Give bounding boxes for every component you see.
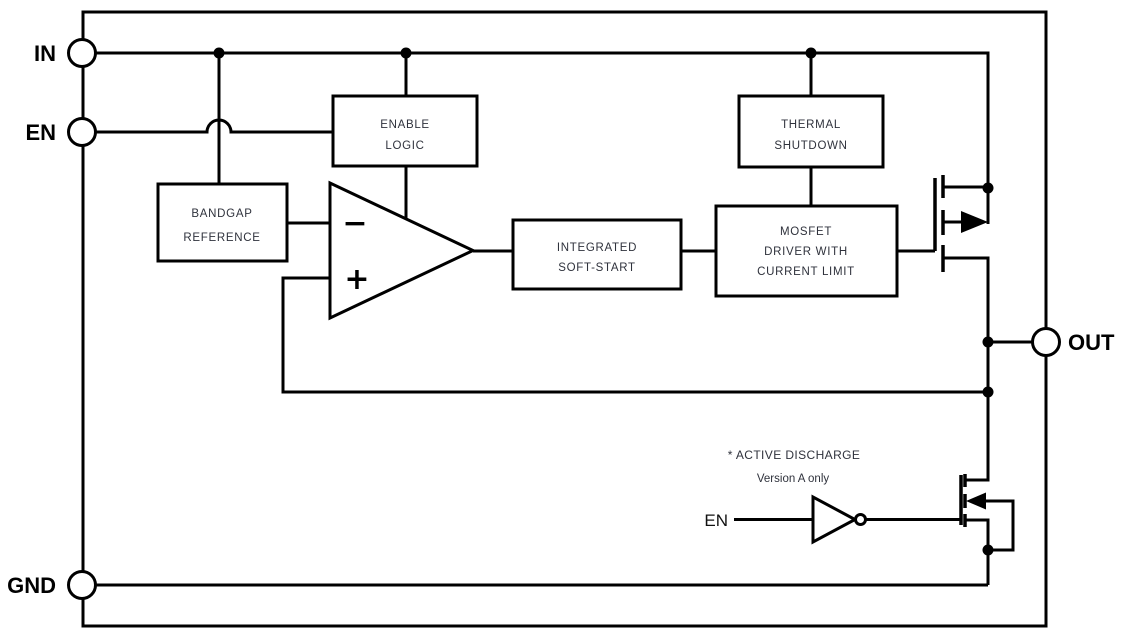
pin-gnd-label: GND (7, 573, 56, 598)
mosfet-driver-label-3: CURRENT LIMIT (757, 266, 855, 278)
inverter-gate: EN (704, 494, 961, 545)
junction-dot (400, 47, 412, 59)
bandgap-reference-label-2: REFERENCE (183, 232, 260, 244)
nmos-source-to-gnd (965, 518, 990, 585)
active-discharge-title: * ACTIVE DISCHARGE (728, 448, 861, 462)
active-discharge-subtitle: Version A only (757, 473, 829, 485)
integrated-soft-start-box (511, 218, 683, 291)
ic-boundary (81, 10, 1048, 628)
nmos-body-loop (985, 499, 1015, 552)
junction-dots (213, 47, 994, 556)
error-amplifier: − + (328, 180, 477, 321)
wire-in-rail (83, 51, 990, 224)
block-enable-logic: ENABLE LOGIC (331, 94, 479, 168)
mosfet-driver-label-2: DRIVER WITH (764, 246, 848, 258)
pin-out: OUT (1031, 327, 1115, 357)
thermal-shutdown-box (737, 94, 885, 169)
block-bandgap-reference: BANDGAP REFERENCE (156, 182, 289, 263)
inverter-en-label: EN (704, 511, 728, 530)
bandgap-reference-label-1: BANDGAP (191, 208, 252, 220)
nmos-body-arrow-icon (966, 492, 986, 510)
junction-dot (982, 336, 994, 348)
opamp-plus-symbol: + (344, 262, 369, 297)
block-integrated-soft-start: INTEGRATED SOFT-START (511, 218, 683, 291)
thermal-shutdown-label-1: THERMAL (781, 119, 841, 131)
enable-logic-box (331, 94, 479, 168)
integrated-soft-start-label-1: INTEGRATED (557, 242, 637, 254)
pin-out-terminal-icon (1031, 327, 1061, 357)
enable-logic-label-2: LOGIC (385, 140, 424, 152)
mosfet-driver-box (714, 204, 899, 298)
pin-gnd-terminal-icon (67, 570, 97, 600)
opamp-minus-symbol: − (342, 206, 367, 241)
opamp-triangle (328, 180, 477, 321)
junction-dot (982, 544, 994, 556)
pin-gnd: GND (7, 570, 97, 600)
pass-transistor-pmos (933, 175, 990, 482)
pin-in-terminal-icon (67, 38, 97, 68)
active-discharge-note: * ACTIVE DISCHARGE Version A only (728, 448, 861, 485)
integrated-soft-start-label-2: SOFT-START (558, 262, 636, 274)
pin-out-label: OUT (1068, 330, 1115, 355)
pin-en-terminal-icon (67, 117, 97, 147)
bandgap-reference-box (156, 182, 289, 263)
wire-feedback (281, 276, 988, 394)
junction-dot (982, 386, 994, 398)
block-thermal-shutdown: THERMAL SHUTDOWN (737, 94, 885, 169)
thermal-shutdown-label-2: SHUTDOWN (774, 140, 847, 152)
pin-en: EN (25, 117, 97, 147)
enable-logic-label-1: ENABLE (380, 119, 430, 131)
pin-in: IN (34, 38, 97, 68)
discharge-transistor-nmos (959, 474, 1015, 585)
mosfet-driver-label-1: MOSFET (780, 226, 832, 238)
inverter-triangle (811, 494, 859, 545)
junction-dot (982, 182, 994, 194)
junction-dot (805, 47, 817, 59)
pmos-drain-to-out-rail (943, 256, 990, 482)
pin-in-label: IN (34, 41, 56, 66)
inverter-bubble-icon (854, 513, 867, 526)
junction-dot (213, 47, 225, 59)
wires (83, 51, 1046, 587)
wire-en-with-hop (83, 118, 333, 134)
block-mosfet-driver: MOSFET DRIVER WITH CURRENT LIMIT (714, 204, 899, 298)
pmos-body-arrow-icon (961, 211, 988, 233)
pin-en-label: EN (25, 120, 56, 145)
